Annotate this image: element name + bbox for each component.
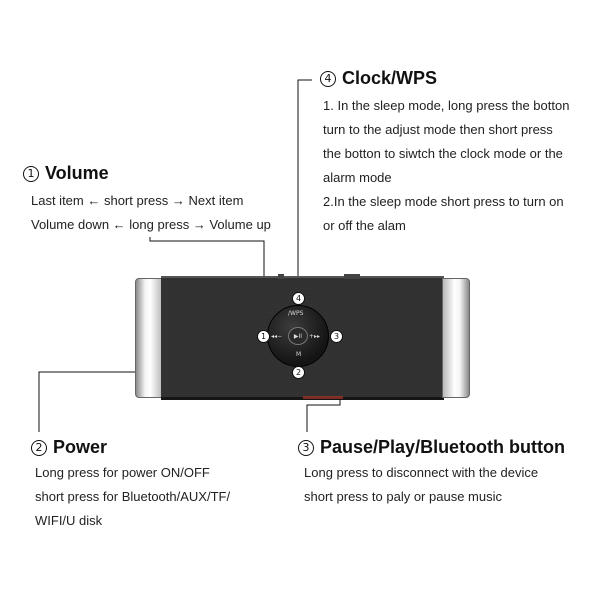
top-button-left — [278, 274, 284, 279]
pause-description: Long press to disconnect with the device… — [304, 461, 538, 509]
volume-title: 1 Volume — [23, 163, 109, 184]
right-end-cap — [442, 278, 470, 398]
clock-line: the botton to siwtch the clock mode or t… — [323, 146, 563, 161]
next-button-label: +▸▸ — [309, 333, 321, 340]
clock-wps-title: 4 Clock/WPS — [320, 68, 437, 89]
clock-description: 1. In the sleep mode, long press the bot… — [323, 94, 569, 238]
power-description: Long press for power ON/OFF short press … — [35, 461, 230, 533]
power-title-text: Power — [53, 437, 108, 457]
clock-connector — [297, 79, 312, 292]
marker-4: 4 — [292, 292, 305, 305]
volume-title-text: Volume — [45, 163, 109, 183]
clock-title-text: Clock/WPS — [342, 68, 438, 88]
pause-title-text: Pause/Play/Bluetooth button — [320, 437, 566, 457]
power-line: WIFI/U disk — [35, 513, 103, 528]
pause-number-badge: 3 — [298, 439, 314, 456]
clock-line: alarm mode — [323, 170, 392, 185]
clock-line: 2.In the sleep mode short press to turn … — [323, 194, 564, 209]
power-line: Long press for power ON/OFF — [35, 465, 210, 480]
status-led — [303, 396, 343, 399]
power-title: 2 Power — [31, 437, 107, 458]
prev-button-label: ◂◂− — [271, 333, 283, 340]
marker-2: 2 — [292, 366, 305, 379]
volume-line: Last item ← short press → Next item — [31, 193, 244, 208]
play-pause-button[interactable]: ▶II — [288, 327, 308, 345]
volume-number-badge: 1 — [23, 165, 39, 182]
power-line: short press for Bluetooth/AUX/TF/ — [35, 489, 231, 504]
marker-1: 1 — [257, 330, 270, 343]
clock-line: turn to the adjust mode then short press — [323, 122, 553, 137]
mode-button-label: M — [296, 351, 302, 358]
pause-line: Long press to disconnect with the device — [304, 465, 539, 480]
volume-description: Last item ← short press → Next item Volu… — [31, 189, 271, 237]
clock-line: 1. In the sleep mode, long press the bot… — [323, 98, 570, 113]
clock-line: or off the alam — [323, 218, 406, 233]
clock-number-badge: 4 — [320, 70, 336, 87]
pause-line: short press to paly or pause music — [304, 489, 502, 504]
wps-label: /WPS — [288, 310, 304, 317]
top-button-right — [344, 274, 360, 279]
pause-play-title: 3 Pause/Play/Bluetooth button — [298, 437, 565, 458]
power-number-badge: 2 — [31, 439, 47, 456]
volume-line: Volume down ← long press → Volume up — [31, 217, 271, 232]
marker-3: 3 — [330, 330, 343, 343]
left-end-cap — [135, 278, 163, 398]
